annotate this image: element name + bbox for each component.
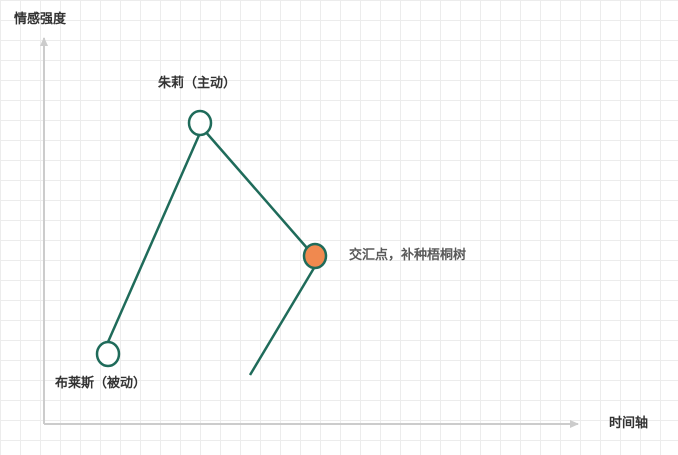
- node-meet-label: 交汇点，补种梧桐树: [349, 248, 467, 263]
- line-zhuli-to-meet: [203, 129, 308, 249]
- node-bulaisi-label: 布莱斯（被动）: [55, 376, 147, 391]
- node-zhuli: [187, 109, 213, 137]
- y-axis-label: 情感强度: [14, 12, 67, 27]
- node-zhuli-label: 朱莉（主动）: [158, 76, 237, 91]
- node-bulaisi: [95, 340, 121, 368]
- line-bulaisi-to-zhuli: [106, 132, 202, 343]
- line-meet-to-bottom: [248, 267, 316, 376]
- x-axis-label: 时间轴: [609, 416, 649, 431]
- node-meet: [302, 242, 328, 270]
